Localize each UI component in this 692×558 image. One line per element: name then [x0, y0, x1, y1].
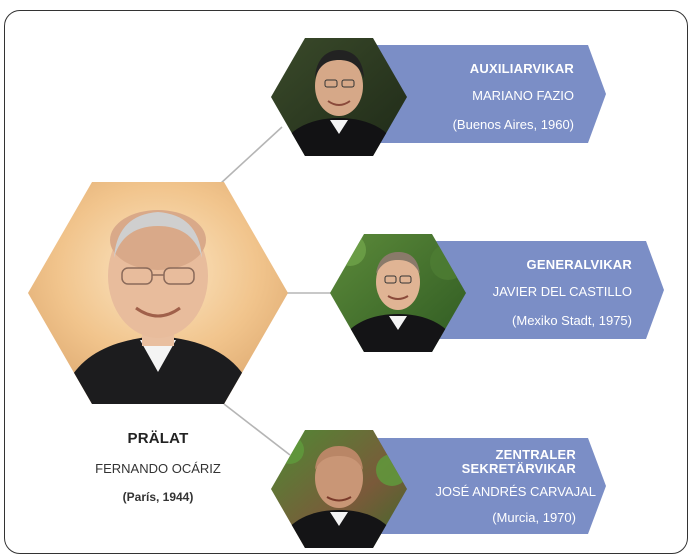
banner-auxiliarvikar — [372, 45, 606, 143]
connector-lines — [219, 126, 332, 456]
sekretaervikar-name: JOSÉ ANDRÉS CARVAJAL — [435, 484, 596, 499]
generalvikar-title: GENERALVIKAR — [526, 257, 632, 272]
chart-frame — [4, 10, 688, 554]
auxiliarvikar-title: AUXILIARVIKAR — [469, 61, 574, 76]
banner-sekretaervikar — [372, 438, 606, 534]
prelate-name: FERNANDO OCÁRIZ — [95, 461, 221, 476]
sekretaervikar-origin: (Murcia, 1970) — [492, 510, 576, 525]
connector-to-auxiliarvikar — [219, 126, 283, 185]
auxiliarvikar-name: MARIANO FAZIO — [472, 88, 574, 103]
prelate-origin: (París, 1944) — [122, 490, 194, 504]
generalvikar-origin: (Mexiko Stadt, 1975) — [512, 313, 632, 328]
sekretaervikar-title-line1: ZENTRALER — [495, 447, 576, 462]
banner-generalvikar — [430, 241, 664, 339]
sekretaervikar-title-line2: SEKRETÄRVIKAR — [461, 461, 576, 476]
generalvikar-name: JAVIER DEL CASTILLO — [492, 284, 632, 299]
portrait-prelate — [28, 182, 288, 404]
auxiliarvikar-origin: (Buenos Aires, 1960) — [452, 117, 574, 132]
prelate-title: PRÄLAT — [127, 430, 189, 447]
connector-to-sekretaervikar — [223, 403, 291, 456]
